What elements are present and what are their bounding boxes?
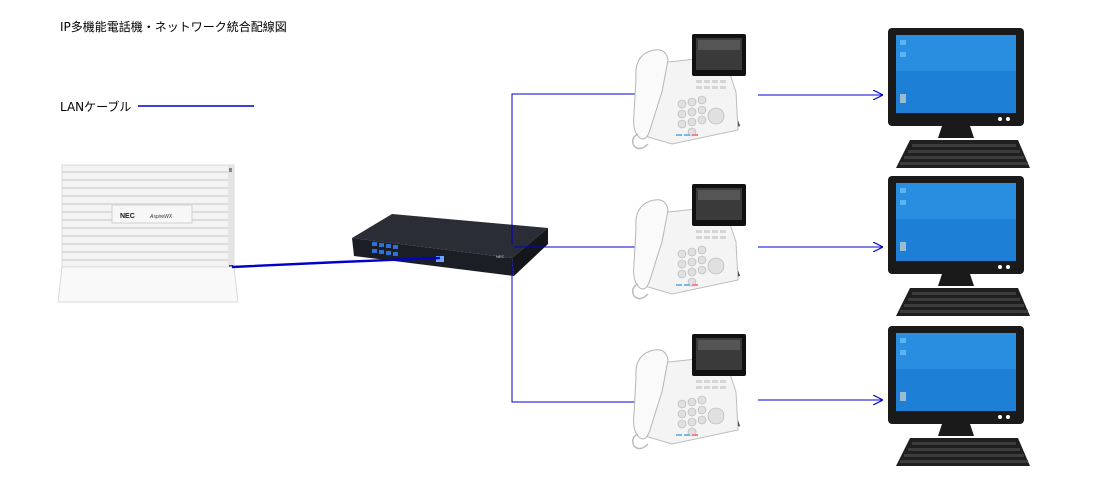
- cable-switch-phone-1: [511, 94, 648, 244]
- cable-pbx-switch: [231, 256, 441, 269]
- desktop-pc-2: [888, 176, 1030, 316]
- ip-phone-3: [631, 333, 747, 450]
- pbx-unit: NEC AspireWX: [57, 164, 239, 303]
- network-switch: NEC: [352, 214, 548, 276]
- ip-phone-1: [631, 33, 747, 150]
- diagram-title: IP多機能電話機・ネットワーク統合配線図: [60, 20, 287, 34]
- desktop-pc-3: [888, 326, 1030, 466]
- legend-label: LANケーブル: [60, 100, 132, 114]
- switch-brand: NEC: [496, 254, 505, 259]
- desktop-pc-1: [888, 28, 1030, 168]
- pbx-model: AspireWX: [149, 214, 173, 220]
- pbx-brand: NEC: [120, 213, 135, 220]
- cable-switch-phone-3: [511, 262, 648, 402]
- ip-phone-2: [631, 183, 747, 300]
- lan-cables: [231, 94, 882, 402]
